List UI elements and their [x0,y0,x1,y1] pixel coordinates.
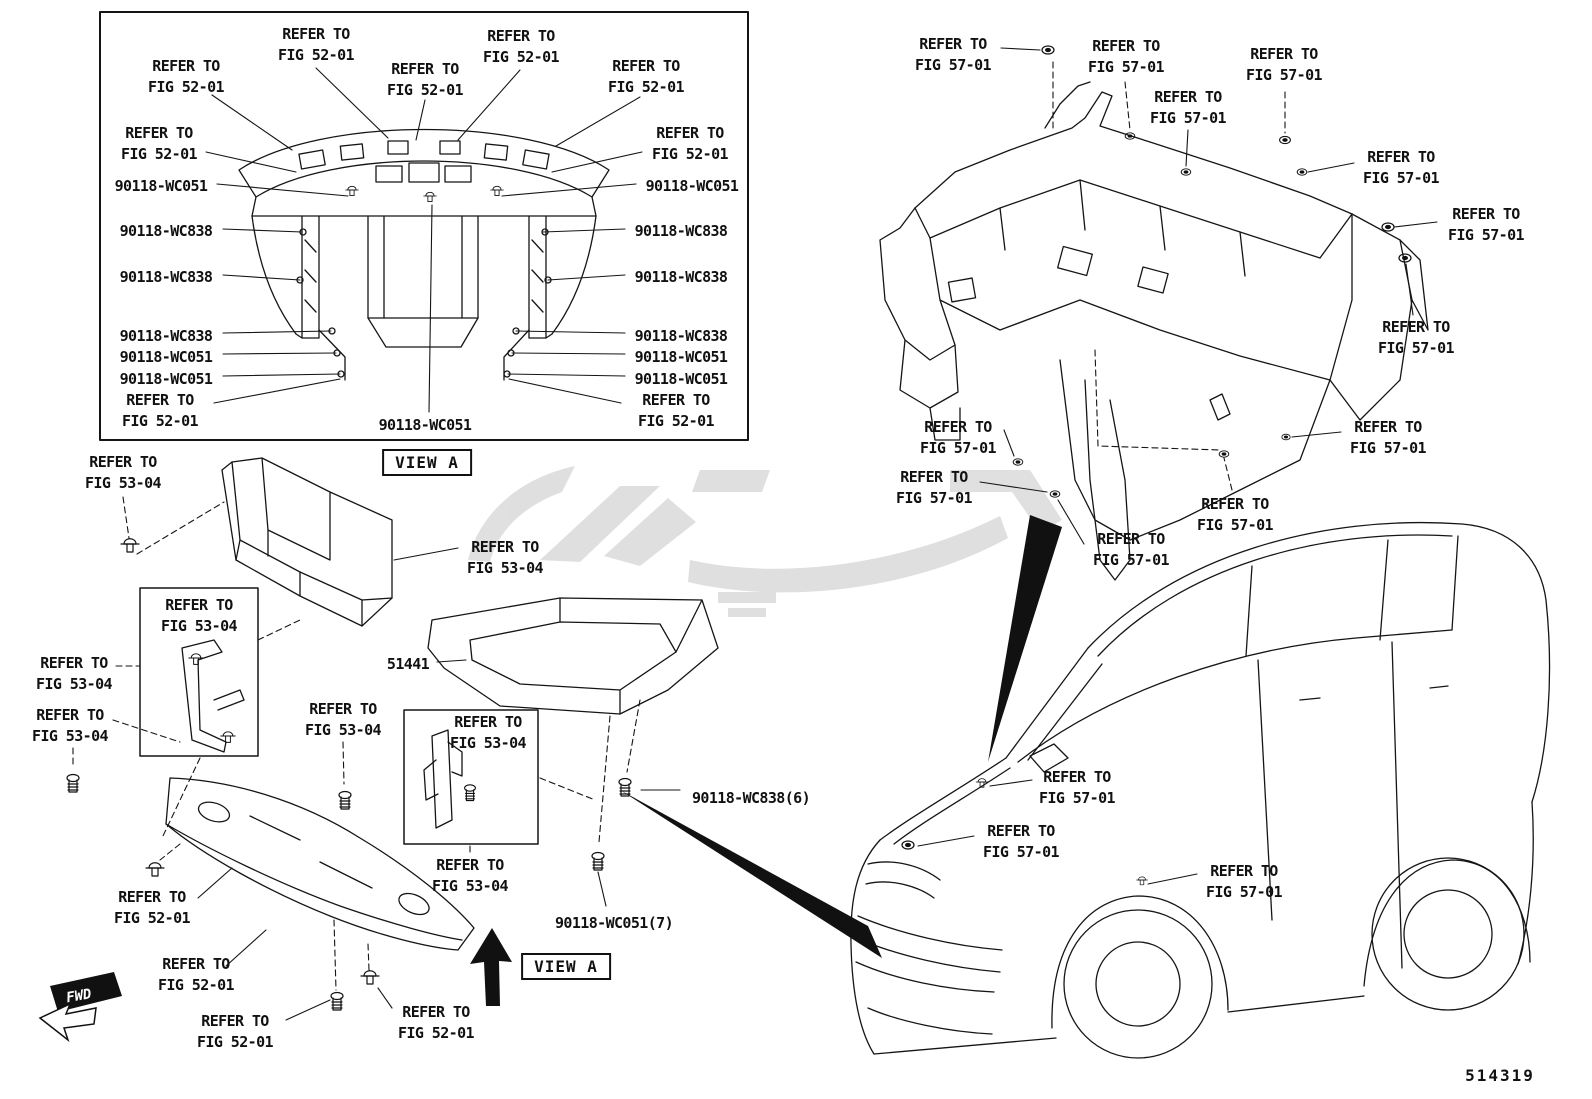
bracket-art-1 [181,639,245,753]
cowl-panel-art [879,81,1429,581]
sub-detail-box-2 [403,709,539,845]
watermark-logo [468,466,1062,617]
fwd-marker: FWD [38,972,122,1043]
vehicle-art [850,521,1551,1059]
pointer-arrows [470,515,1062,1006]
leader-lines [197,47,1438,1021]
diagram-number: 514319 [1465,1066,1535,1085]
dash-panel-art [238,128,610,381]
detail-box-view-a [99,11,749,441]
front-under-cover-art [165,777,475,951]
sub-detail-box-1 [139,587,259,757]
radiator-support-art [221,457,393,627]
bracket-art-2 [423,729,463,829]
leader-lines-dashed [72,61,1286,991]
engine-under-cover-art [427,597,719,715]
fwd-label: FWD [65,986,93,1006]
fwd-arrow-icon [38,1002,97,1043]
